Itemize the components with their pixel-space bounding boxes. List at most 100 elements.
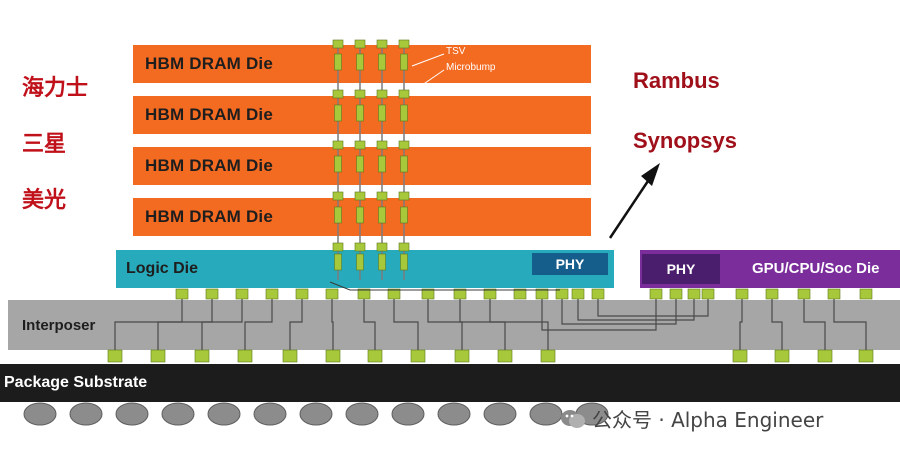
- solder-ball: [115, 402, 149, 426]
- substrate-bump: [325, 349, 341, 363]
- interposer-top-bump: [649, 288, 663, 300]
- interposer-top-bump: [687, 288, 701, 300]
- interposer-top-bump: [669, 288, 683, 300]
- watermark: 公众号 · Alpha Engineer: [560, 404, 823, 433]
- interposer-top-bump: [797, 288, 811, 300]
- substrate-bump: [454, 349, 470, 363]
- package-substrate: Package Substrate: [0, 364, 900, 402]
- interposer-top-bump: [205, 288, 219, 300]
- solder-ball: [345, 402, 379, 426]
- watermark-text: 公众号 · Alpha Engineer: [592, 408, 824, 432]
- tsv: [356, 155, 364, 173]
- interposer-wire: [201, 299, 243, 350]
- microbump: [354, 140, 366, 150]
- interposer-wire: [739, 299, 743, 350]
- soc-die-label: GPU/CPU/Soc Die: [752, 260, 880, 277]
- tsv: [400, 104, 408, 122]
- logic-die-label: Logic Die: [126, 260, 199, 277]
- interposer: Interposer: [8, 300, 900, 350]
- tsv: [334, 53, 342, 71]
- interposer-top-bump: [571, 288, 585, 300]
- tsv: [334, 206, 342, 224]
- interposer-top-bump: [235, 288, 249, 300]
- interposer-wire: [489, 299, 549, 350]
- tsv: [334, 253, 342, 271]
- hbm-dram-die-3: HBM DRAM Die: [133, 147, 591, 185]
- logic-route: [329, 281, 560, 291]
- interposer-top-bump: [765, 288, 779, 300]
- substrate-bump: [774, 349, 790, 363]
- solder-ball: [529, 402, 563, 426]
- tsv: [400, 155, 408, 173]
- substrate-bump: [540, 349, 556, 363]
- tsv: [378, 253, 386, 271]
- interposer-top-bump: [827, 288, 841, 300]
- tsv: [378, 53, 386, 71]
- solder-ball: [207, 402, 241, 426]
- soc-phy-block: PHY: [642, 254, 720, 284]
- hbm-die-label: HBM DRAM Die: [145, 207, 274, 226]
- package-substrate-label: Package Substrate: [4, 374, 148, 391]
- microbump-leader: [411, 69, 445, 93]
- hbm-die-label: HBM DRAM Die: [145, 105, 274, 124]
- tsv: [378, 155, 386, 173]
- microbump: [376, 191, 388, 201]
- microbump-label: Microbump: [446, 62, 496, 73]
- solder-ball: [253, 402, 287, 426]
- interposer-wire: [244, 299, 273, 350]
- phy-link-wire: [561, 299, 677, 325]
- microbump: [398, 39, 410, 49]
- interposer-top-bump: [175, 288, 189, 300]
- interposer-wire: [459, 299, 506, 350]
- vendor-sk-hynix: 海力士: [22, 76, 89, 101]
- arrow-shaft: [608, 177, 652, 239]
- interposer-wire: [289, 299, 303, 350]
- solder-ball: [391, 402, 425, 426]
- tsv: [334, 155, 342, 173]
- phy-link-wire: [597, 299, 709, 317]
- tsv: [356, 104, 364, 122]
- interposer-top-bump: [701, 288, 715, 300]
- interposer-wire: [833, 299, 867, 350]
- interposer-top-bump: [591, 288, 605, 300]
- microbump: [354, 89, 366, 99]
- interposer-top-bump: [735, 288, 749, 300]
- solder-ball: [299, 402, 333, 426]
- interposer-wire: [803, 299, 826, 350]
- tsv: [400, 206, 408, 224]
- substrate-bump: [497, 349, 513, 363]
- substrate-bump: [410, 349, 426, 363]
- arrow-head: [641, 163, 660, 186]
- hbm-die-label: HBM DRAM Die: [145, 156, 274, 175]
- tsv: [334, 104, 342, 122]
- microbump: [376, 89, 388, 99]
- interposer-top-bump: [325, 288, 339, 300]
- hbm-die-label: HBM DRAM Die: [145, 54, 274, 73]
- interposer-label: Interposer: [22, 317, 96, 334]
- interposer-wire: [427, 299, 463, 350]
- microbump: [332, 191, 344, 201]
- interposer-wire: [771, 299, 783, 350]
- microbump: [354, 39, 366, 49]
- interposer-wire: [157, 299, 213, 350]
- microbump: [398, 89, 410, 99]
- substrate-bump: [732, 349, 748, 363]
- tsv: [378, 104, 386, 122]
- vendor-rambus: Rambus: [633, 68, 720, 93]
- solder-ball: [23, 402, 57, 426]
- microbump: [332, 242, 344, 252]
- tsv-label: TSV: [446, 46, 466, 57]
- interposer-wire: [114, 299, 183, 350]
- solder-ball: [161, 402, 195, 426]
- microbump: [332, 39, 344, 49]
- interposer-top-bump: [513, 288, 527, 300]
- microbump: [376, 39, 388, 49]
- microbump: [376, 242, 388, 252]
- substrate-bump: [107, 349, 123, 363]
- vendor-micron: 美光: [22, 188, 67, 213]
- substrate-bump: [858, 349, 874, 363]
- microbump: [332, 140, 344, 150]
- wechat-icon: [560, 408, 586, 430]
- interposer-wire: [331, 299, 334, 350]
